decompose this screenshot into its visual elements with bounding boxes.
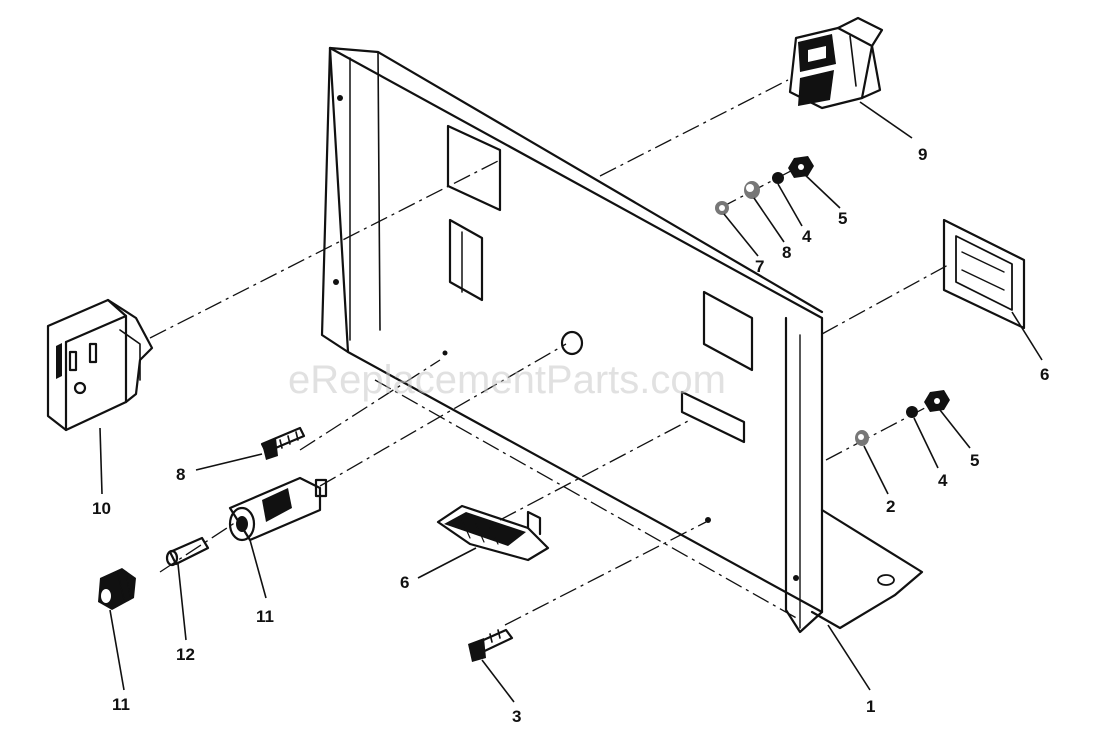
callout-11-cap: 11 [112,695,130,714]
callout-3: 3 [512,707,521,726]
callout-4-right: 4 [938,471,948,490]
callout-2: 2 [886,497,895,516]
callout-1: 1 [866,697,875,716]
callout-8-post: 8 [176,465,185,484]
callout-9: 9 [918,145,927,164]
callout-5-right: 5 [970,451,979,470]
data-plate [942,218,1026,330]
hardware-top [715,156,814,215]
callout-11-holder: 11 [256,607,274,626]
callout-4-top: 4 [802,227,812,246]
callout-7: 7 [755,257,764,276]
callouts: 9 6 5 4 8 7 5 4 2 1 3 6 8 10 11 12 11 [92,145,1049,726]
terminal-post [260,426,306,460]
callout-8-top: 8 [782,243,791,262]
control-panel [320,46,924,634]
fuse-holder [228,476,328,542]
pilot-lamp [436,504,550,562]
callout-10: 10 [92,499,111,518]
rocker-switch [788,16,884,110]
callout-5-top: 5 [838,209,847,228]
callout-12: 12 [176,645,195,664]
callout-6-lamp: 6 [400,573,409,592]
watermark: eReplacementParts.com [288,358,726,402]
leader-lines [99,101,1043,703]
callout-6-plate: 6 [1040,365,1049,384]
fuse-cap [98,568,136,610]
receptacle [46,298,154,432]
stud [468,628,514,662]
assembly-lines [149,79,949,626]
fuse [165,536,210,567]
hardware-right [855,390,950,446]
